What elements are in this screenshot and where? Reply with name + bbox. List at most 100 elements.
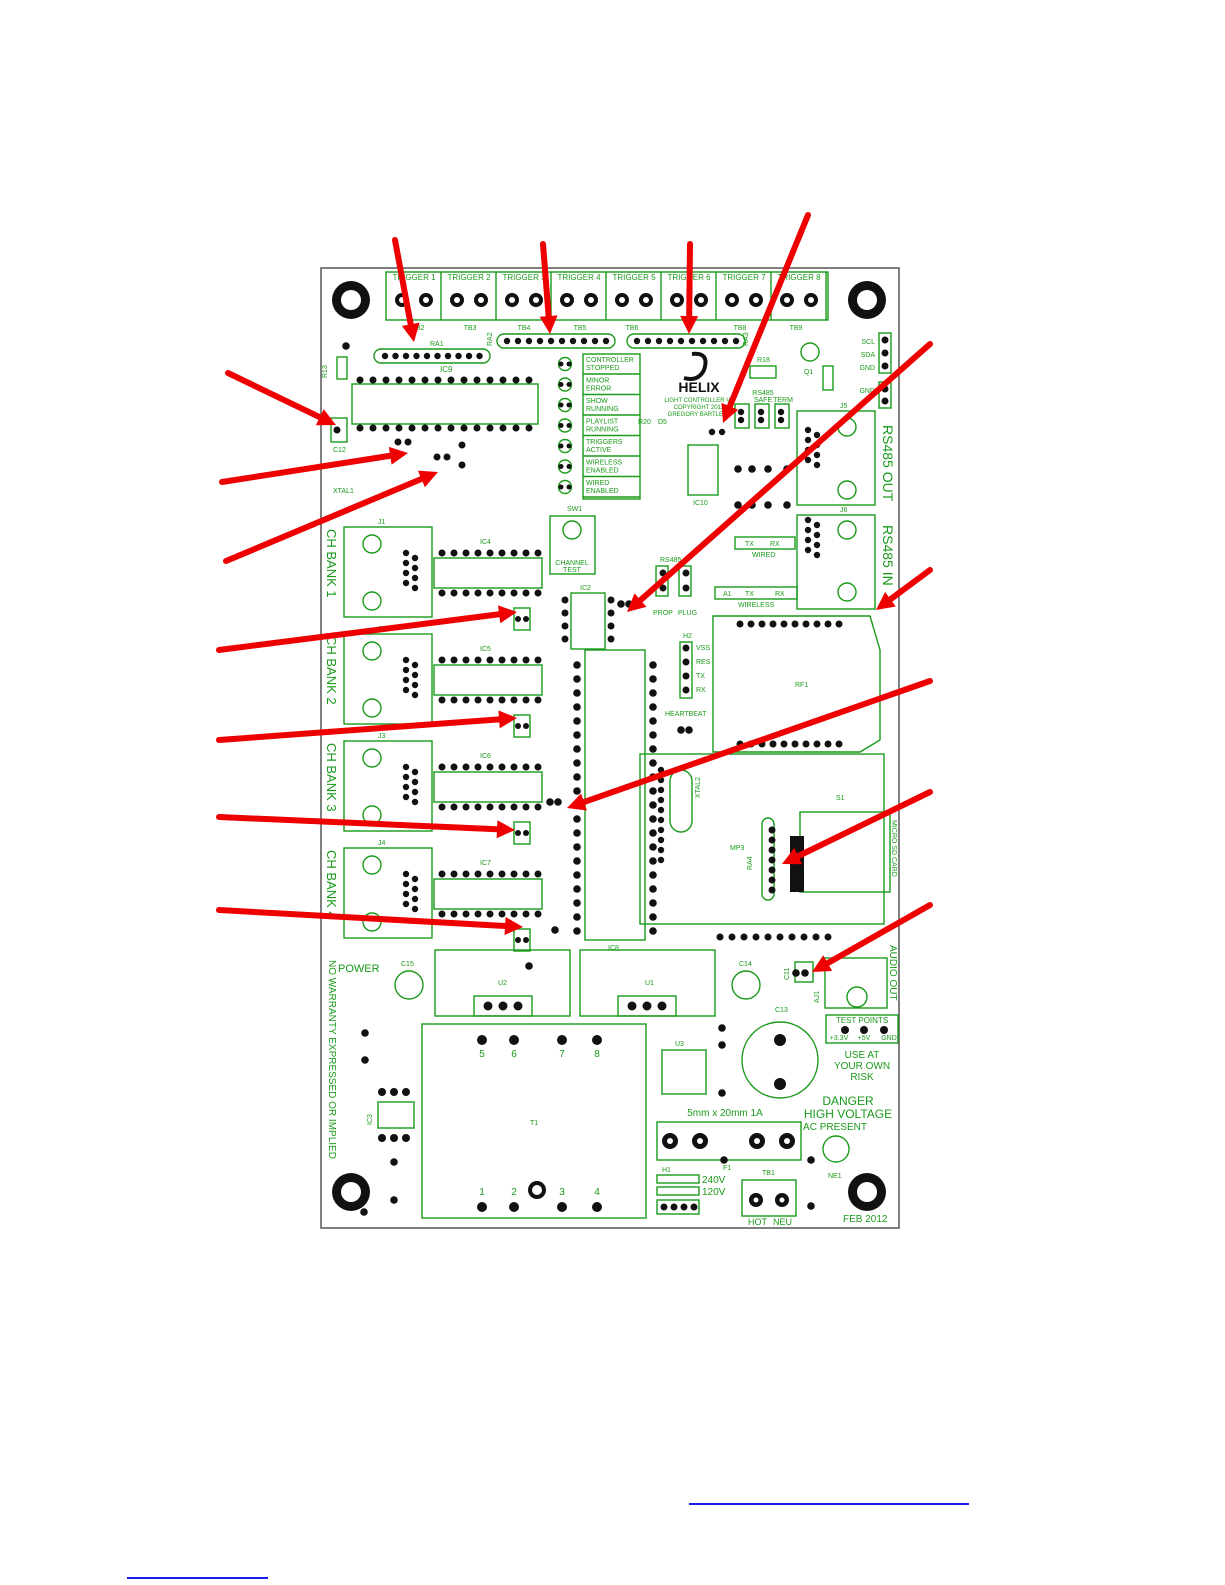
solder-pad [546,798,554,806]
solder-pad [450,870,458,878]
red-arrow-head [876,592,896,610]
solder-pad [659,584,667,592]
c12-capacitor [330,417,348,443]
svg-text:PLAYLIST: PLAYLIST [586,419,619,426]
svg-text:3: 3 [559,1187,565,1198]
solder-pad [394,438,402,446]
rf1-wireless-module: RF1 [712,615,881,753]
red-arrow-head [496,820,515,839]
solder-pad [657,856,665,864]
solder-pad [768,886,776,894]
solder-pad [649,801,657,809]
f1-fuse-holder: 5mm x 20mm 1A F1 [656,1108,802,1172]
solder-pad [450,763,458,771]
svg-text:RS485: RS485 [752,390,774,397]
solder-pad [573,773,581,781]
footer-link-underline [127,1577,268,1579]
red-arrow-head [401,322,420,342]
svg-text:RA2: RA2 [487,332,494,346]
solder-pad [580,337,588,345]
red-arrow-shaft [216,814,501,833]
r18-resistor [749,365,777,379]
svg-text:RX: RX [696,687,706,694]
trigger-label: TRIGGER 8 [777,273,821,282]
ch-bank-jack: J2CH BANK 2 [324,626,433,725]
solder-pad [522,656,530,664]
svg-text:U2: U2 [498,980,507,987]
solder-pad [486,376,494,384]
svg-text:S1: S1 [836,795,845,802]
solder-pad [458,441,466,449]
svg-text:2: 2 [511,1187,517,1198]
solder-pad [411,905,419,913]
solder-pad [777,408,785,416]
svg-text:SCL: SCL [861,339,875,346]
red-arrow-shaft [223,475,425,564]
svg-text:C13: C13 [775,1007,788,1014]
solder-pad [522,910,530,918]
warranty-text: NO WARRANTY EXPRESSED OR IMPLIED [326,960,337,1159]
svg-text:AC PRESENT: AC PRESENT [803,1122,867,1133]
solder-pad [402,656,410,664]
svg-text:RX: RX [775,591,785,598]
solder-pad [450,696,458,704]
solder-pad [404,438,412,446]
solder-pad [458,461,466,469]
solder-pad [813,461,821,469]
solder-pad [503,337,511,345]
solder-pad [566,402,572,408]
solder-pad [486,910,494,918]
solder-pad [688,337,696,345]
ic2-chip: IC2 [570,585,606,650]
solder-pad [649,759,657,767]
svg-text:C12: C12 [333,447,346,454]
power-label: POWER [338,963,380,975]
solder-pad [813,620,821,628]
solder-pad [740,933,748,941]
red-arrow-shaft [824,902,933,967]
solder-pad [510,870,518,878]
solder-pad [450,589,458,597]
solder-pad [402,1134,410,1142]
wireless-indicators: A1 TX RX WIRELESS [714,586,798,609]
wired-indicators: TX RX WIRED [734,536,796,559]
solder-pad [402,579,410,587]
red-arrow-shaft [637,341,933,604]
solder-pad [473,376,481,384]
svg-text:TERM: TERM [773,397,793,404]
solder-pad [402,793,410,801]
solder-pad [573,857,581,865]
solder-pad [477,1202,487,1212]
solder-pad [777,416,785,424]
svg-text:A1: A1 [723,591,732,598]
solder-pad [566,464,572,469]
svg-text:VSS: VSS [696,645,710,652]
resistor-array-ra2: RA2 [487,332,616,349]
solder-pad [438,910,446,918]
solder-pad [573,787,581,795]
solder-pad [660,1203,668,1211]
solder-pad [748,465,756,473]
svg-text:WIRELESS: WIRELESS [586,460,623,467]
solder-pad [561,635,569,643]
red-arrow-shaft [726,212,811,410]
solder-pad [498,696,506,704]
svg-text:TB6: TB6 [626,325,639,332]
svg-text:4: 4 [594,1187,600,1198]
svg-text:ACTIVE: ACTIVE [586,447,612,454]
u1-regulator: U1 [579,949,716,1017]
svg-text:R18: R18 [757,357,770,364]
solder-pad [800,933,808,941]
solder-pad [462,870,470,878]
solder-pad [558,443,564,449]
solder-pad [515,937,521,943]
solder-pad [462,549,470,557]
solder-pad [657,816,665,824]
svg-text:T1: T1 [530,1120,538,1127]
ic6-chip: IC6 [433,753,543,845]
svg-text:CONTROLLER: CONTROLLER [586,357,634,364]
solder-pad [758,620,766,628]
svg-text:+3.3V: +3.3V [830,1035,849,1042]
solder-pad [813,451,821,459]
solder-pad [718,1024,726,1032]
